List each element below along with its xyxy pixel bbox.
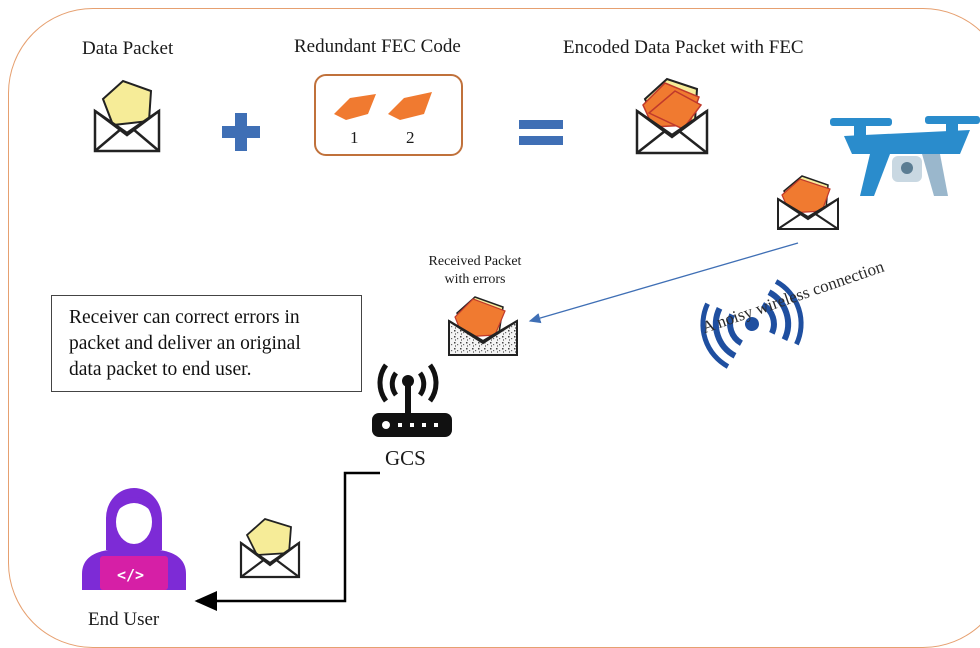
received-packet-line1: Received Packet [428,254,522,269]
received-envelope-icon [447,293,521,359]
drone-icon [830,110,980,205]
receiver-note-line2: packet and deliver an original [69,333,301,354]
plus-icon [222,113,260,151]
fec-piece-1-label: 1 [350,128,359,147]
equals-icon [519,120,563,146]
delivered-envelope-icon [239,515,303,581]
received-packet-label: Received Packet with errors [410,253,540,289]
encoded-packet-label: Encoded Data Packet with FEC [563,37,804,58]
encoded-envelope-icon [635,75,713,159]
fec-code-box: 1 2 [314,74,463,156]
redundant-fec-label: Redundant FEC Code [294,36,461,57]
router-icon [372,355,452,439]
gcs-label: GCS [385,446,426,470]
received-packet-line2: with errors [444,272,506,287]
envelope-icon [93,77,165,157]
user-laptop-icon: </> [78,478,190,590]
receiver-note-line3: data packet to end user. [69,359,252,380]
fec-piece-2-label: 2 [406,128,415,147]
receiver-note-line1: Receiver can correct errors in [69,307,300,328]
code-symbol: </> [117,566,145,584]
data-packet-label: Data Packet [82,38,174,59]
transmission-arrow [194,242,799,611]
end-user-label: End User [88,609,160,630]
receiver-note-box: Receiver can correct errors in packet an… [51,295,362,392]
wireless-signal-icon [700,279,804,369]
transmitted-envelope-icon [776,173,842,233]
